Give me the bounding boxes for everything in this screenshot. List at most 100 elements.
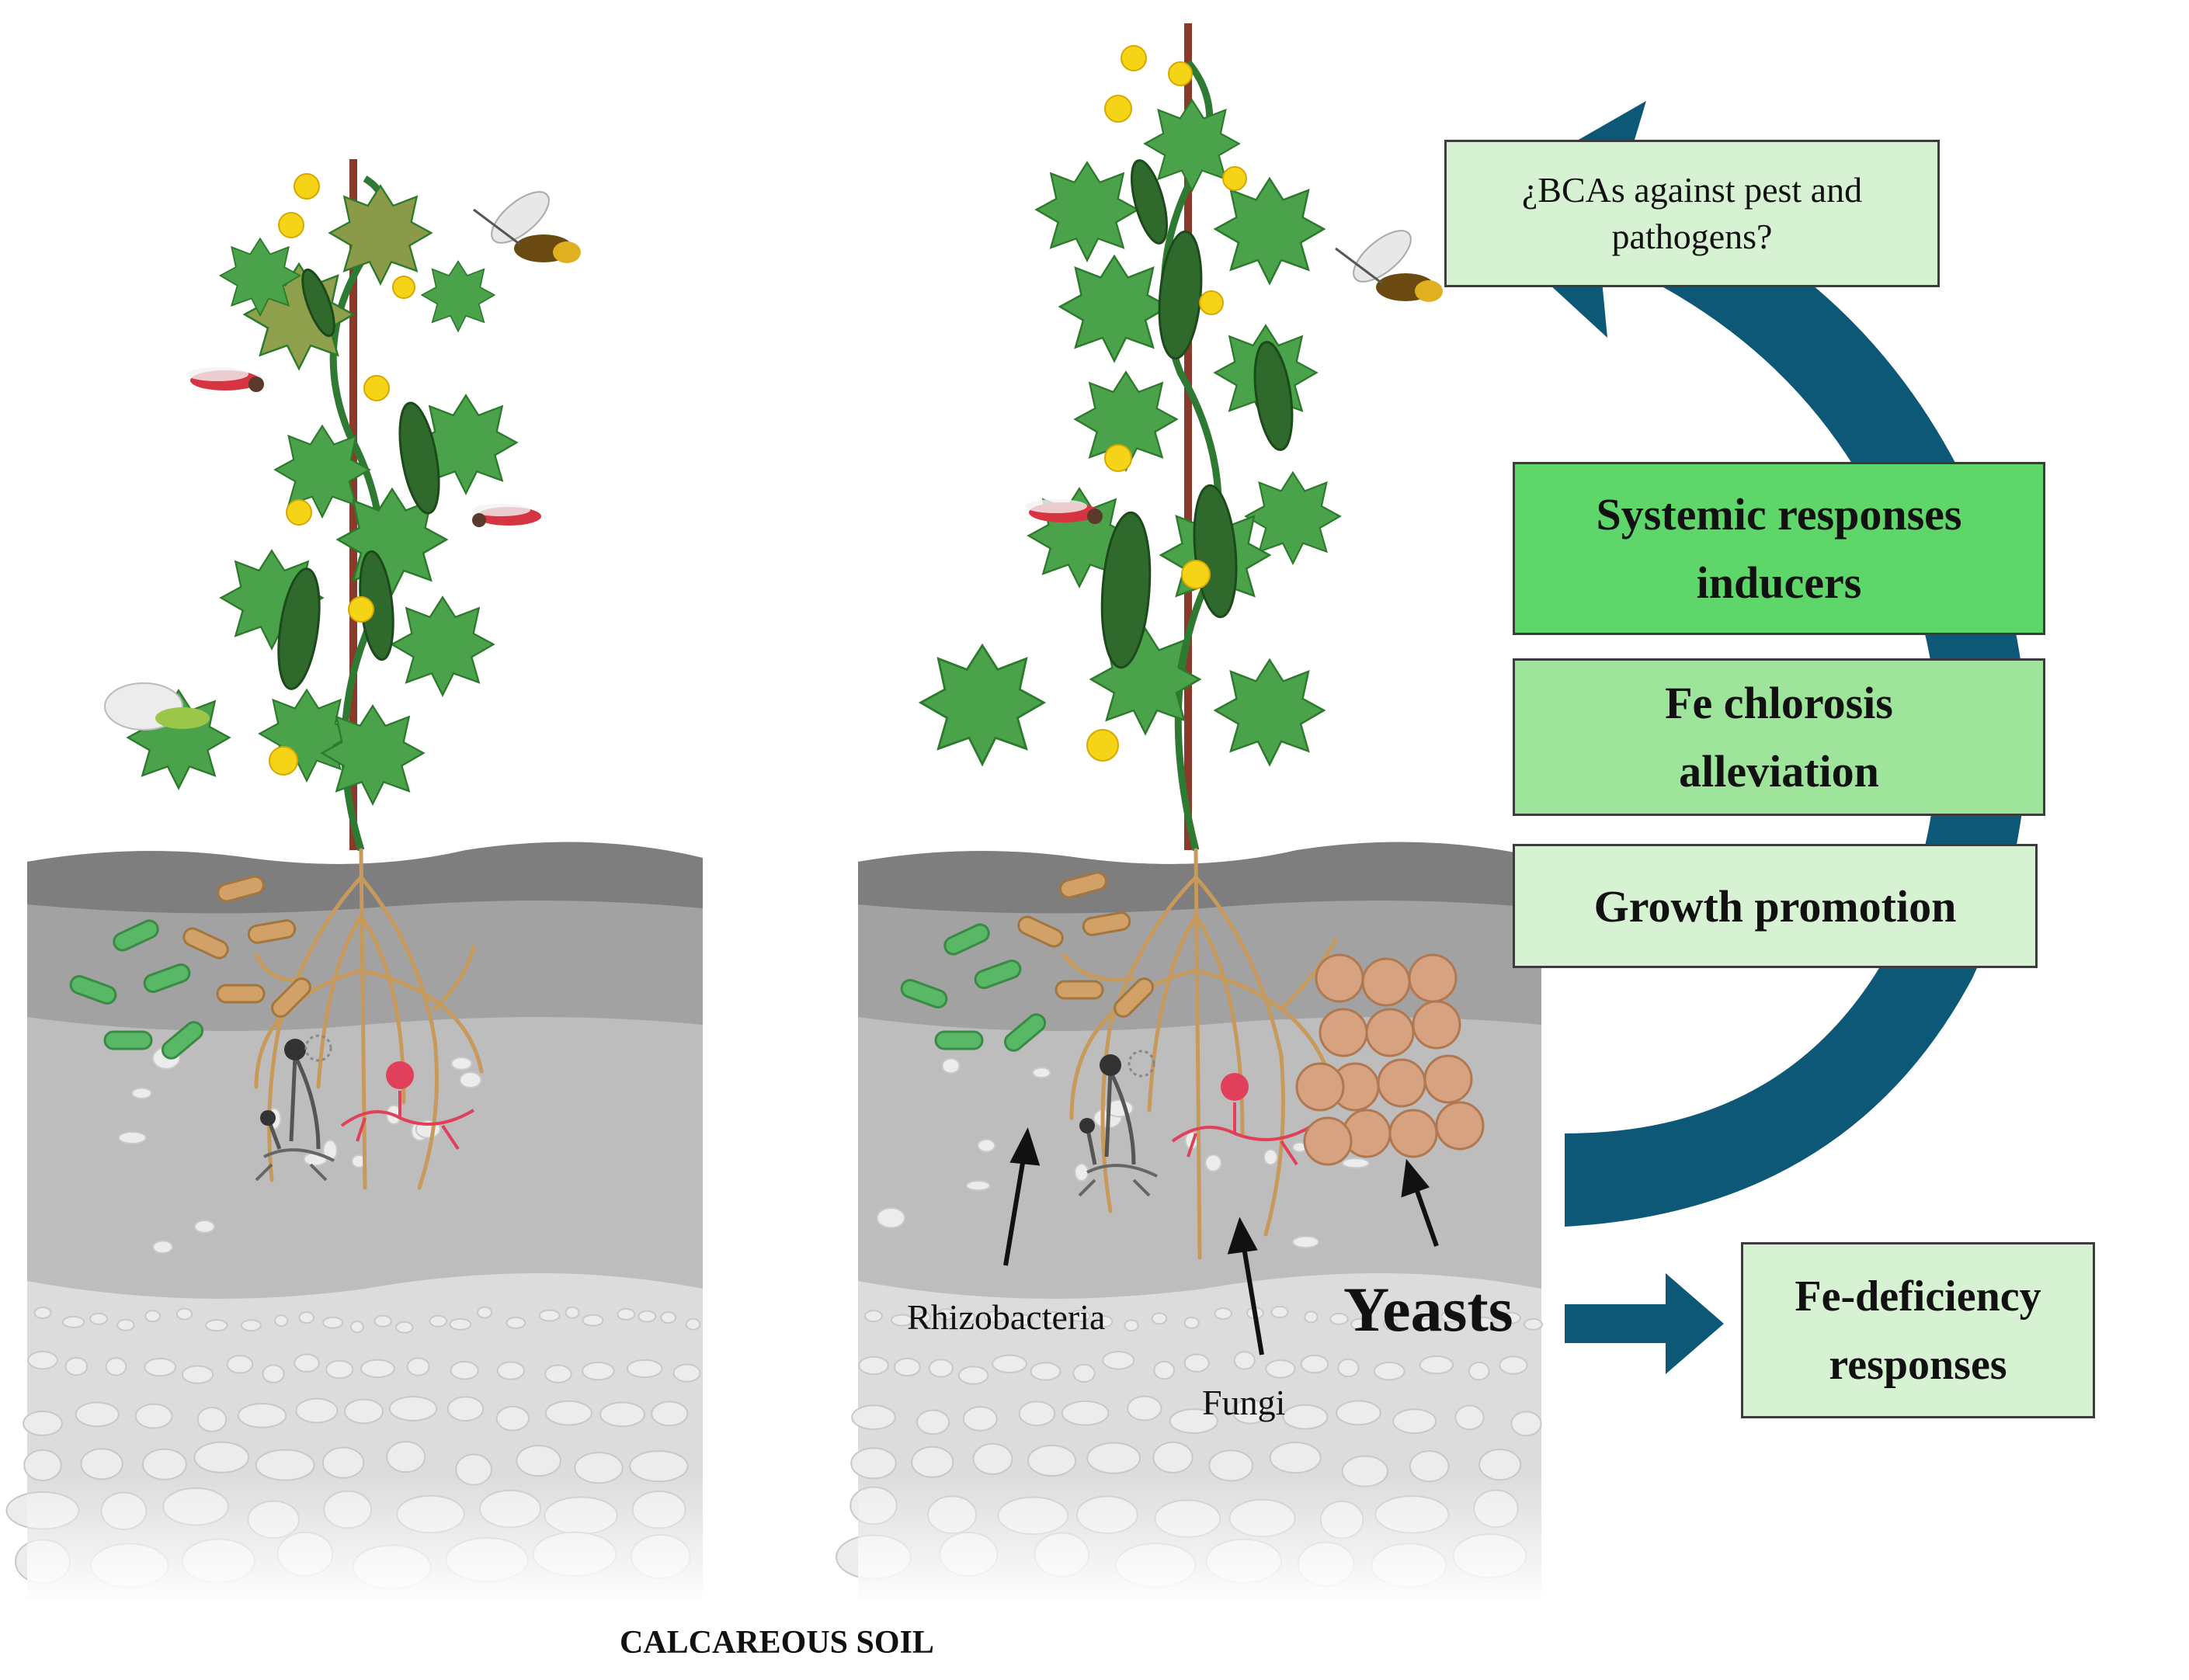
bacterium: [103, 1030, 153, 1050]
systemic-responses-box: Systemic responses inducers: [1513, 462, 2045, 635]
yeast-cell: [1408, 953, 1458, 1003]
pebble: [1454, 1404, 1485, 1431]
pebble: [349, 1321, 364, 1334]
red-bug-right: [1025, 499, 1103, 524]
yeast-cell: [1365, 1008, 1415, 1057]
bacterium: [271, 977, 311, 1018]
pebble: [1499, 1311, 1521, 1324]
pebble: [965, 1180, 991, 1192]
pebble: [144, 1310, 162, 1323]
bacterium: [182, 927, 229, 960]
pebble: [1383, 1317, 1399, 1331]
bacterium: [161, 1021, 204, 1060]
pebble: [538, 1309, 561, 1322]
yeast-cell: [1435, 1101, 1485, 1151]
pebble: [64, 1356, 89, 1376]
red-bug-left-1: [186, 367, 264, 392]
whitefly-left: [104, 682, 210, 731]
pebble: [864, 1310, 883, 1323]
pebble: [1524, 1317, 1543, 1331]
pebble: [446, 1396, 485, 1422]
pebble: [890, 1314, 914, 1327]
pebble: [1151, 1312, 1168, 1325]
pebble: [152, 1240, 174, 1255]
pebble: [1061, 1400, 1110, 1426]
pebble: [651, 1401, 689, 1427]
bacterium: [1114, 977, 1154, 1018]
bacterium: [143, 963, 191, 993]
pebble: [134, 1403, 173, 1429]
pebble: [105, 1357, 127, 1376]
pebble: [1124, 1319, 1139, 1332]
pebble: [23, 1411, 63, 1436]
pebble: [1183, 1353, 1210, 1373]
pebble: [495, 1405, 530, 1432]
pebble: [89, 1312, 109, 1325]
pebble: [141, 1448, 187, 1480]
pebble: [459, 1071, 482, 1088]
bacterium: [900, 979, 948, 1008]
pebble: [1419, 1355, 1454, 1375]
pebble: [274, 1314, 289, 1328]
pebble: [1269, 1441, 1322, 1474]
pebble: [858, 1355, 889, 1376]
yeasts-to-fe-arrow: [1565, 1273, 1724, 1374]
yeast-cell: [1377, 1058, 1426, 1108]
pebble: [1414, 1317, 1437, 1331]
yeast-cluster: [1295, 953, 1485, 1166]
pebble: [516, 1444, 561, 1477]
pebble: [193, 1219, 216, 1234]
pebble: [1337, 1358, 1360, 1378]
pebble: [1074, 1162, 1089, 1182]
pebble: [496, 1361, 526, 1380]
pebble: [850, 1447, 897, 1480]
fe-chlorosis-box: Fe chlorosis alleviation: [1513, 658, 2045, 816]
pebble: [395, 1321, 414, 1334]
left-fungi: [255, 1034, 475, 1182]
pebble: [1265, 1359, 1296, 1379]
pebble: [941, 1057, 961, 1074]
pebble: [449, 1317, 472, 1331]
left-flowers: [269, 173, 415, 776]
insects: [104, 191, 1443, 731]
pebble: [1095, 1315, 1114, 1328]
pebble: [298, 1311, 314, 1324]
bacterium: [216, 984, 266, 1004]
pebble: [983, 1310, 1006, 1324]
pebble: [957, 1366, 989, 1385]
pebble: [295, 1397, 339, 1424]
pebble: [1472, 1316, 1495, 1329]
pebble: [1010, 1314, 1034, 1327]
bacterium: [934, 1030, 984, 1050]
bacterium: [113, 919, 159, 952]
fe-deficiency-text: Fe-deficiency responses: [1795, 1272, 2041, 1389]
pebble: [544, 1364, 572, 1383]
pebble: [1204, 1154, 1222, 1172]
pebble: [325, 1359, 354, 1380]
yeast-cell: [1412, 1000, 1461, 1050]
pebble: [1214, 1307, 1232, 1321]
pebble: [374, 1314, 392, 1328]
pebble: [193, 1441, 250, 1473]
pebble: [1152, 1441, 1194, 1474]
pebble: [144, 1357, 177, 1377]
pebble: [80, 1448, 123, 1480]
yeast-cell: [1319, 1008, 1368, 1057]
bacterium: [69, 975, 117, 1005]
right-roots: [1061, 848, 1338, 1260]
pebble: [617, 1307, 636, 1321]
pebble: [1304, 1310, 1319, 1324]
yeasts-label: Yeasts: [1343, 1274, 1513, 1345]
bcas-text: ¿BCAs against pest and pathogens?: [1521, 170, 1863, 256]
fe-chlorosis-text: Fe chlorosis alleviation: [1665, 677, 1893, 797]
pebble: [1510, 1411, 1542, 1437]
pebble: [506, 1316, 526, 1329]
pebble: [205, 1319, 228, 1332]
pebble: [893, 1357, 921, 1377]
bcas-box: ¿BCAs against pest and pathogens?: [1444, 140, 1940, 287]
pebble: [1300, 1354, 1329, 1374]
bacterium: [1003, 1013, 1047, 1052]
yeast-cell: [1423, 1054, 1473, 1104]
pebble: [262, 1364, 285, 1383]
